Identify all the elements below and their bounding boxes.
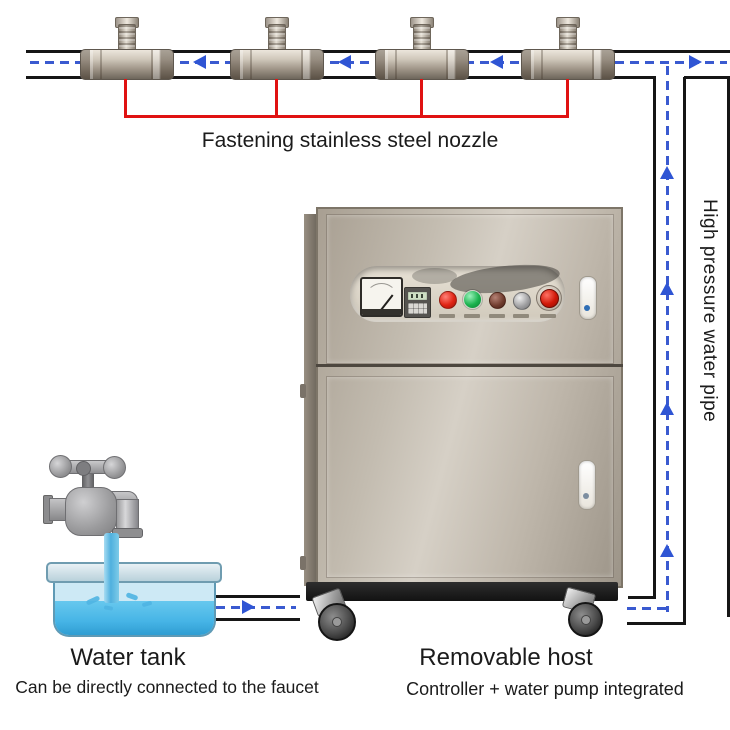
- button-label-mark: [489, 314, 505, 318]
- faucet-body: [65, 487, 117, 536]
- nozzle-fitting: [80, 17, 174, 80]
- tank-body: [53, 579, 216, 637]
- host-cabinet: [300, 204, 625, 654]
- tank-subtitle: Can be directly connected to the faucet: [15, 677, 319, 697]
- button-label-mark: [464, 314, 480, 318]
- handle-lock-dot: [584, 305, 590, 311]
- caster-hub: [332, 617, 342, 627]
- cabinet-hinge: [300, 556, 306, 570]
- emergency-stop-bezel: [536, 285, 562, 311]
- callout-bracket-tick: [566, 79, 569, 117]
- lower-door-handle: [578, 460, 596, 510]
- top-pipe-lower-wall-right: [684, 76, 730, 79]
- riser-pipe-label: High pressure water pipe: [699, 199, 720, 423]
- elbow-lower-wall: [627, 622, 686, 625]
- host-title: Removable host: [419, 644, 593, 671]
- tank-pipe-flow-dashes: [216, 606, 296, 609]
- cabinet-side-panel: [304, 214, 318, 586]
- edge-pipe-wall: [727, 77, 730, 617]
- red-button: [439, 291, 457, 309]
- timer-keypad: [408, 303, 427, 314]
- emergency-stop-button: [540, 289, 559, 308]
- timer-controller: [404, 287, 431, 318]
- faucet-handle-cap: [76, 461, 91, 476]
- callout-bracket-bar: [124, 115, 569, 118]
- callout-bracket-tick: [124, 79, 127, 117]
- gauge-terminal-band: [362, 309, 401, 315]
- riser-flow-dashes: [666, 66, 669, 612]
- gauge-scale-arc: [366, 283, 397, 310]
- nozzle-fitting: [230, 17, 324, 80]
- tank-rim: [46, 562, 222, 583]
- pressure-gauge: [360, 277, 403, 317]
- elbow-flow-dashes: [627, 607, 668, 610]
- flow-arrow-right-icon: [242, 600, 255, 614]
- green-button: [463, 290, 482, 309]
- tank-water: [55, 601, 214, 635]
- caster-hub: [581, 615, 591, 625]
- flow-arrow-right-icon: [689, 55, 702, 69]
- nozzle-callout-label: Fastening stainless steel nozzle: [201, 129, 499, 152]
- top-pipe-lower-wall: [26, 76, 656, 79]
- caster-wheel-left: [311, 587, 356, 646]
- riser-pipe-left-wall: [653, 77, 656, 598]
- host-subtitle: Controller + water pump integrated: [406, 679, 684, 699]
- cabinet-base: [306, 582, 618, 601]
- lower-door: [326, 376, 614, 578]
- nozzle-body: [521, 49, 615, 80]
- nozzle-fitting: [375, 17, 469, 80]
- faucet-handle-knob: [49, 455, 72, 478]
- flow-arrow-up-icon: [660, 166, 674, 179]
- tank-title: Water tank: [70, 644, 186, 671]
- nozzle-body: [80, 49, 174, 80]
- water-stream: [104, 533, 119, 603]
- callout-bracket-tick: [420, 79, 423, 117]
- nozzle-body: [230, 49, 324, 80]
- nozzle-fitting: [521, 17, 615, 80]
- faucet-handle-knob: [103, 456, 126, 479]
- button-label-mark: [540, 314, 556, 318]
- nozzle-body: [375, 49, 469, 80]
- maroon-button: [489, 292, 506, 309]
- flow-arrow-left-icon: [338, 55, 351, 69]
- tank-pipe-upper-wall: [212, 595, 300, 598]
- upper-door-handle: [579, 276, 597, 320]
- silver-button: [513, 292, 531, 310]
- cabinet-hinge: [300, 384, 306, 398]
- flow-arrow-left-icon: [490, 55, 503, 69]
- handle-lock-dot: [583, 493, 589, 499]
- callout-bracket-tick: [275, 79, 278, 117]
- flow-arrow-up-icon: [660, 282, 674, 295]
- riser-pipe-right-wall: [683, 77, 686, 625]
- timer-display: [408, 292, 427, 300]
- button-label-mark: [439, 314, 455, 318]
- upper-door: [326, 214, 614, 364]
- tank-pipe-lower-wall: [212, 618, 300, 621]
- cabinet-front: [316, 207, 623, 588]
- door-separator: [316, 364, 623, 367]
- flow-arrow-up-icon: [660, 544, 674, 557]
- caster-wheel: [318, 603, 356, 641]
- caster-wheel-right: [556, 586, 603, 644]
- elbow-upper-wall: [628, 596, 656, 599]
- flow-arrow-up-icon: [660, 402, 674, 415]
- flow-arrow-left-icon: [193, 55, 206, 69]
- button-label-mark: [513, 314, 529, 318]
- caster-wheel: [568, 602, 603, 637]
- glass-reflection: [412, 268, 457, 284]
